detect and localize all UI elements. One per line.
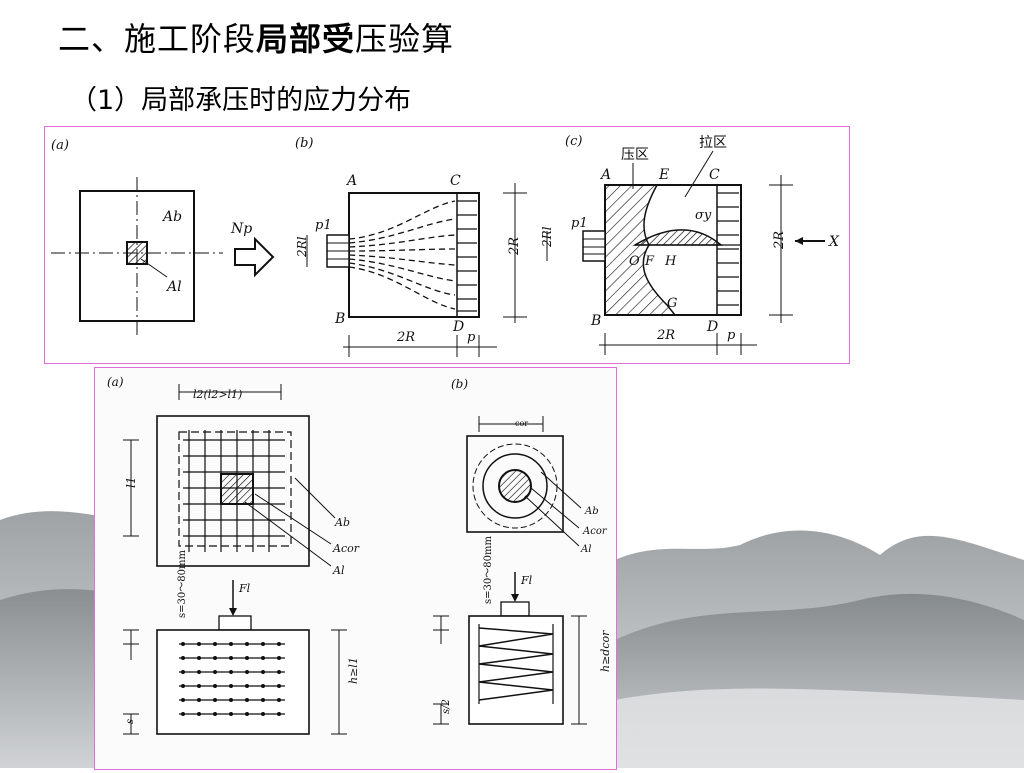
label-b-p: p — [467, 330, 476, 345]
section-subtitle: （1）局部承压时的应力分布 — [70, 85, 412, 116]
label-b-p1: p1 — [315, 218, 332, 233]
title-bold: 局部受 — [256, 20, 356, 58]
label-c-F: F — [644, 254, 655, 269]
label-b-D: D — [452, 319, 464, 335]
label-c-H: H — [664, 254, 677, 269]
stress-distribution-figure: (a) Ab Al Np (b) A C B D p1 2Rl — [44, 126, 850, 364]
label-bottom-Ab: Ab — [334, 516, 350, 529]
tag-bottom-a: (a) — [107, 375, 124, 389]
label-c-B: B — [590, 313, 601, 329]
label-c-2Rl: 2Rl — [540, 226, 554, 248]
label-c-D: D — [706, 319, 718, 335]
label-c-p1: p1 — [571, 216, 588, 231]
label-c-sigma: σy — [695, 208, 712, 223]
label-h-a: h≥l1 — [347, 657, 360, 684]
label-Fl-b: Fl — [520, 574, 533, 587]
label-c-C: C — [709, 167, 720, 183]
label-c-O: O — [629, 254, 640, 269]
tag-a: (a) — [51, 138, 69, 153]
label-s-a: s — [125, 719, 136, 724]
label-s-range-b: s=30～80mm — [483, 536, 494, 604]
label-l1: l1 — [124, 477, 138, 488]
label-s2: s/2 — [441, 699, 452, 714]
label-b-Al: Al — [580, 544, 591, 555]
label-c-p: p — [727, 328, 736, 343]
tag-bottom-b: (b) — [451, 377, 468, 391]
top-panel-a: (a) Ab Al Np — [51, 138, 275, 337]
label-Np: Np — [230, 221, 252, 237]
label-l2: l2(l2>l1) — [193, 388, 242, 401]
label-bottom-Acor: Acor — [332, 542, 360, 555]
page-title: 二、施工阶段局部受压验算 — [58, 14, 454, 60]
label-b-B: B — [334, 311, 345, 327]
bottom-panel-a: (a) l2(l2>l1) l1 Ab Acor Al Fl — [107, 375, 360, 735]
label-h-b: h≥dcor — [599, 630, 612, 672]
label-c-2R-bottom: 2R — [656, 328, 675, 343]
label-b-A: A — [345, 173, 357, 189]
tag-c: (c) — [565, 134, 582, 149]
label-c-G: G — [667, 296, 677, 311]
label-tension-zone: 拉区 — [699, 135, 727, 151]
bottom-panel-b: (b) cor Ab Acor Al Fl s=30～80mm s/2 — [433, 377, 612, 725]
label-Al: Al — [165, 279, 182, 295]
label-b-2R-bottom: 2R — [396, 330, 415, 345]
label-b-2Rl: 2Rl — [295, 236, 309, 258]
label-b-Ab: Ab — [584, 506, 599, 517]
title-prefix: 二、施工阶段 — [58, 20, 257, 58]
label-cor: cor — [515, 419, 528, 428]
title-suffix: 压验算 — [355, 20, 455, 58]
label-b-2R-right: 2R — [507, 237, 522, 256]
label-Fl-a: Fl — [238, 582, 251, 595]
label-c-2R-right: 2R — [772, 231, 787, 250]
tag-b: (b) — [295, 136, 313, 151]
label-Ab: Ab — [161, 209, 182, 225]
label-bottom-Al: Al — [332, 564, 345, 577]
label-compression-zone: 压区 — [621, 147, 649, 163]
label-b-Acor: Acor — [582, 526, 608, 537]
top-panel-c: (c) 压区 拉区 A E C σy O F H G B D p1 2Rl — [540, 134, 840, 355]
top-panel-b: (b) A C B D p1 2Rl — [295, 136, 527, 357]
label-s-range-a: s=30～80mm — [177, 550, 188, 618]
reinforcement-detail-figure: (a) l2(l2>l1) l1 Ab Acor Al Fl — [94, 367, 617, 770]
label-c-A: A — [599, 167, 611, 183]
label-c-E: E — [658, 167, 669, 183]
label-c-X: X — [828, 234, 840, 250]
label-b-C: C — [450, 173, 461, 189]
